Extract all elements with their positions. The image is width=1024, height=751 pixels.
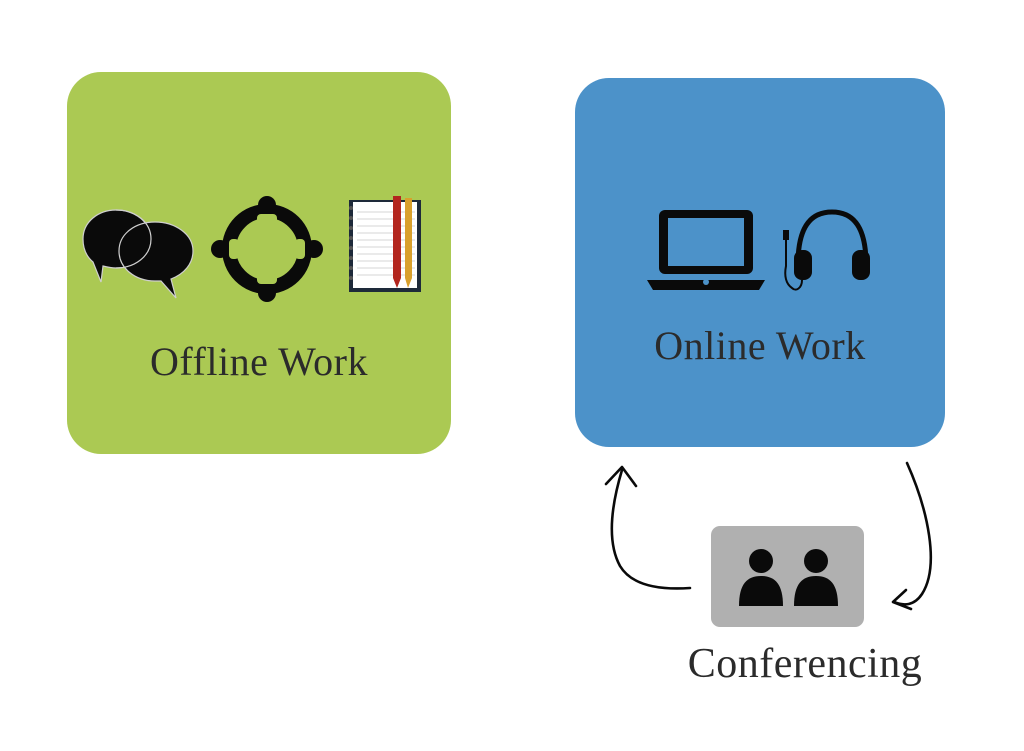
arrowhead-to-online-work: [604, 465, 638, 488]
laptop-icon: [647, 210, 765, 290]
meeting-circle-icon: [211, 196, 323, 302]
conferencing-label: Conferencing: [687, 641, 923, 687]
conferencing-box: [711, 526, 864, 627]
two-people-icon: [739, 549, 838, 606]
headphones-icon: [783, 209, 870, 291]
online-work-box: Online Work: [575, 78, 945, 447]
arrow-to-online-work: [610, 468, 692, 590]
offline-work-label: Offline Work: [150, 339, 368, 384]
notebook-pencils-icon: [349, 196, 421, 292]
speech-bubbles-icon: [82, 209, 194, 299]
arrow-to-conferencing: [892, 461, 933, 606]
arrowhead-to-conferencing: [891, 588, 913, 611]
offline-work-box: Offline Work: [67, 72, 451, 454]
online-work-label: Online Work: [654, 323, 866, 368]
